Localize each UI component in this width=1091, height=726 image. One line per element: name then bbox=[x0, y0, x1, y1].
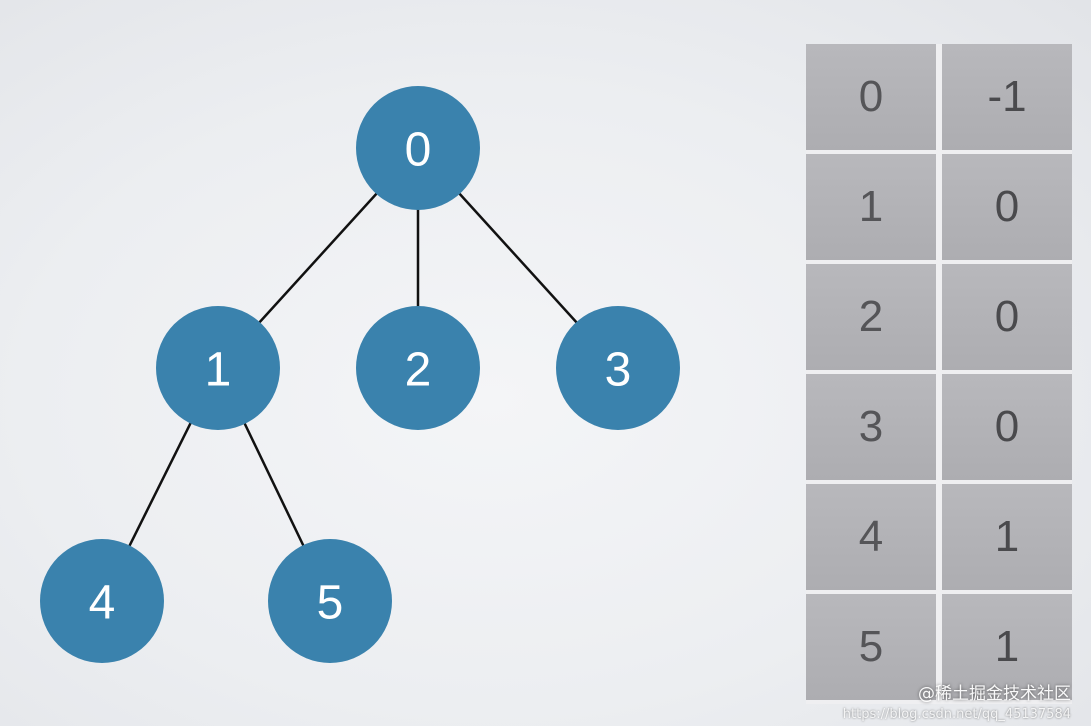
parent-cell-1: 0 bbox=[942, 154, 1072, 260]
node-circle-3 bbox=[556, 306, 680, 430]
parent-cell-3: 0 bbox=[942, 374, 1072, 480]
parent-cell-4: 1 bbox=[942, 484, 1072, 590]
node-circle-4 bbox=[40, 539, 164, 663]
parent-cell-5: 1 bbox=[942, 594, 1072, 700]
index-cell-4: 4 bbox=[806, 484, 936, 590]
node-label-2: 2 bbox=[405, 344, 432, 397]
tree-diagram: 0 1 2 3 4 5 bbox=[40, 86, 680, 663]
tree-node-2: 2 bbox=[356, 306, 480, 430]
watermark-url: https://blog.csdn.net/qq_45137584 bbox=[842, 707, 1071, 722]
node-circle-1 bbox=[156, 306, 280, 430]
tree-nodes: 0 1 2 3 4 5 bbox=[40, 86, 680, 663]
node-label-0: 0 bbox=[405, 124, 432, 177]
node-circle-5 bbox=[268, 539, 392, 663]
tree-node-5: 5 bbox=[268, 539, 392, 663]
index-cell-0: 0 bbox=[806, 44, 936, 150]
node-circle-0 bbox=[356, 86, 480, 210]
tree-node-0: 0 bbox=[356, 86, 480, 210]
index-cell-2: 2 bbox=[806, 264, 936, 370]
node-label-4: 4 bbox=[89, 577, 116, 630]
node-label-1: 1 bbox=[205, 344, 232, 397]
node-circle-2 bbox=[356, 306, 480, 430]
index-cell-1: 1 bbox=[806, 154, 936, 260]
parent-cell-0: -1 bbox=[942, 44, 1072, 150]
tree-node-1: 1 bbox=[156, 306, 280, 430]
parent-array-table: 0 -1 1 0 2 0 3 0 4 1 5 1 bbox=[806, 44, 1072, 704]
node-label-5: 5 bbox=[317, 577, 344, 630]
tree-node-3: 3 bbox=[556, 306, 680, 430]
index-cell-5: 5 bbox=[806, 594, 936, 700]
watermark-text: @稀土掘金技术社区 bbox=[918, 684, 1071, 704]
tree-node-4: 4 bbox=[40, 539, 164, 663]
node-label-3: 3 bbox=[605, 344, 632, 397]
index-cell-3: 3 bbox=[806, 374, 936, 480]
parent-cell-2: 0 bbox=[942, 264, 1072, 370]
